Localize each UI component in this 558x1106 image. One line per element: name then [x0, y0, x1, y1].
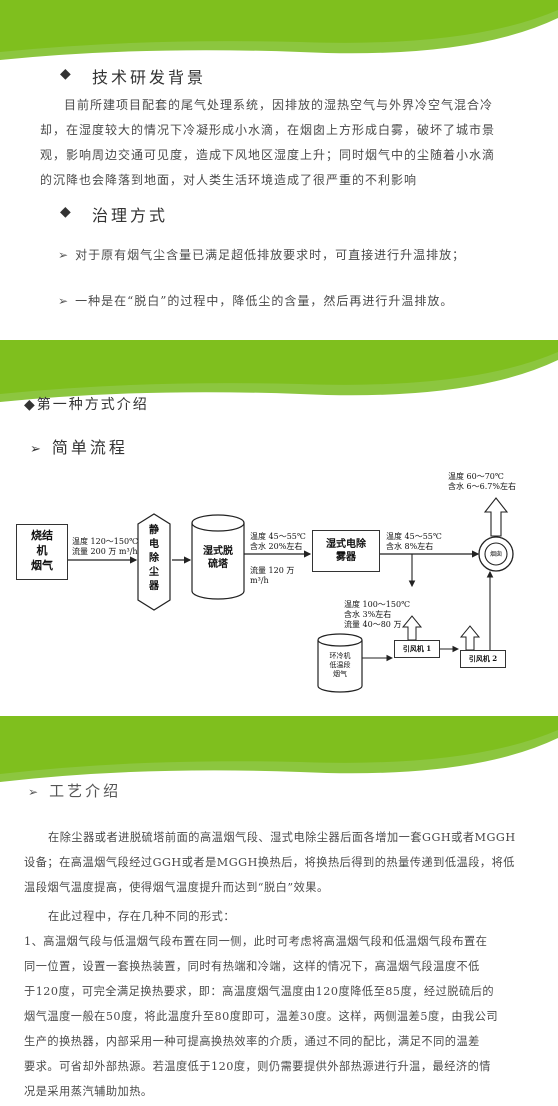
label-line: 含水 8%左右 — [386, 542, 434, 551]
heading-tech-background: 技术研发背景 — [92, 68, 207, 87]
label-line: m³/h — [250, 576, 269, 585]
label-line: 含水 20%左右 — [250, 542, 303, 551]
flow-connectors — [68, 497, 514, 693]
label-line: 流量 200 万 m³/h — [72, 547, 138, 556]
esp-char: 电 — [149, 539, 159, 550]
esp-char: 器 — [149, 581, 159, 592]
label-line: 温度 120～150℃ — [72, 537, 139, 546]
esp-char: 除 — [149, 553, 159, 564]
fan-1-label: 引风机 1 — [402, 644, 432, 653]
hot-air-label: 温度 100～150℃ 含水 3%左右 流量 40～80 万 — [344, 600, 410, 630]
sinter-flue-gas-box: 烧结 机 烟气 — [16, 524, 68, 580]
cooler-line: 低温段 — [329, 661, 351, 669]
diamond-bullet-icon: ◆ — [24, 397, 37, 413]
arrow-bullet-icon: ➢ — [30, 442, 44, 457]
diamond-bullet-icon: ◆ — [60, 66, 71, 82]
paragraph-line: 的沉降也会降落到地面，对人类生活环境造成了很严重的不利影响 — [40, 173, 418, 187]
treatment-item-2-text: 一种是在“脱白”的过程中，降低尘的含量，然后再进行升温排放。 — [75, 294, 454, 308]
section-method-one: ◆第一种方式介绍 ➢ 简单流程 — [0, 340, 558, 712]
paragraph-line: 设备；在高温烟气段经过GGH或者是MGGH换热后，将换热后得到的热量传递到低温段… — [24, 856, 515, 869]
label-line: 流量 40～80 万 — [344, 620, 402, 629]
label-line: 温度 45～55℃ — [386, 532, 442, 541]
wesp-line: 雾器 — [336, 552, 356, 563]
tower-line: 硫塔 — [208, 559, 228, 570]
heading-treatment: 治理方式 — [92, 206, 169, 225]
treatment-item-2: ➢ 一种是在“脱白”的过程中，降低尘的含量，然后再进行升温排放。 — [58, 289, 538, 314]
heading-method-one: ◆第一种方式介绍 — [24, 394, 149, 414]
process-paragraph-1: 在除尘器或者进脱硫塔前面的高温烟气段、湿式电除尘器后面各增加一套GGH或者MGG… — [24, 825, 544, 900]
treatment-item-1: ➢ 对于原有烟气尘含量已满足超低排放要求时，可直接进行升温排放； — [58, 243, 538, 268]
label-line: 温度 100～150℃ — [344, 600, 411, 609]
heading-simple-flow: ➢ 简单流程 — [30, 434, 128, 458]
green-banner — [0, 716, 558, 782]
paragraph-line: 在此过程中，存在几种不同的形式： — [48, 910, 236, 923]
stack-label: 烟囱 — [489, 551, 502, 558]
section-process: ➢ 工艺介绍 在除尘器或者进脱硫塔前面的高温烟气段、湿式电除尘器后面各增加一套GG… — [0, 716, 558, 1106]
label-line: 含水 6～6.7%左右 — [448, 482, 516, 491]
label-line: 温度 60～70℃ — [448, 472, 504, 481]
arrow-bullet-icon: ➢ — [28, 785, 42, 799]
paragraph-line: 目前所建项目配套的尾气处理系统，因排放的湿热空气与外界冷空气混合冷 — [64, 98, 494, 112]
cooler-line: 烟气 — [333, 670, 347, 678]
after-wesp-label: 温度 45～55℃ 含水 8%左右 — [386, 532, 442, 552]
heading-method-one-text: 第一种方式介绍 — [36, 397, 149, 413]
diamond-bullet-icon: ◆ — [60, 204, 71, 220]
paragraph-line: 1、高温烟气段与低温烟气段布置在同一侧，此时可考虑将高温烟气段和低温烟气段布置在 — [24, 935, 488, 948]
treatment-item-1-text: 对于原有烟气尘含量已满足超低排放要求时，可直接进行升温排放； — [75, 248, 466, 262]
cooler-line: 环冷机 — [329, 652, 351, 660]
induced-fan-1: 引风机 1 — [394, 640, 440, 658]
ring-cooler-label: 环冷机 低温段 烟气 — [318, 652, 362, 679]
source-line: 烟气 — [31, 559, 53, 572]
esp-label: 静 电 除 尘 器 — [138, 524, 170, 594]
paragraph-line: 于120度，可完全满足换热要求，即：高温度烟气温度由120度降低至85度，经过脱… — [24, 985, 495, 998]
paragraph-line: 要求。可省却外部热源。若温度低于120度，则仍需要提供外部热源进行升温，最经济的… — [24, 1060, 491, 1073]
wet-esp-box: 湿式电除 雾器 — [312, 530, 380, 572]
heading-simple-flow-text: 简单流程 — [51, 438, 128, 457]
heading-process-text: 工艺介绍 — [49, 782, 122, 800]
paragraph-line: 同一位置，设置一套换热装置，同时有热端和冷端，这样的情况下，高温烟气段温度不低 — [24, 960, 480, 973]
esp-char: 静 — [149, 525, 159, 536]
paragraph-line: 观，影响周边交通可见度，造成下风地区湿度上升；同时烟气中的尘随着小水滴 — [40, 148, 496, 162]
stack-exit-label: 温度 60～70℃ 含水 6～6.7%左右 — [448, 472, 516, 492]
paragraph-line: 烟气温度一般在50度，将此温度升至80度即可，温差30度。这样，两侧温差5度，由… — [24, 1010, 499, 1023]
green-banner — [0, 340, 558, 402]
paragraph-line: 温段烟气温度提高，使得烟气温度提升而达到“脱白”效果。 — [24, 881, 329, 894]
label-line: 含水 3%左右 — [344, 610, 392, 619]
source-line: 烧结 — [31, 529, 53, 542]
arrow-bullet-icon: ➢ — [58, 294, 70, 308]
esp-char: 尘 — [149, 567, 159, 578]
label-line: 流量 120 万 — [250, 566, 295, 575]
desulfurization-tower-label: 湿式脱 硫塔 — [192, 545, 244, 571]
paragraph-line: 却，在湿度较大的情况下冷凝形成小水滴，在烟囱上方形成白雾，破坏了城市景 — [40, 123, 496, 137]
process-flow-diagram: 烧结 机 烟气 温度 120～150℃ 流量 200 万 m³/h 静 电 除 … — [0, 340, 558, 712]
fan-2-label: 引风机 2 — [468, 654, 498, 663]
paragraph-line: 在除尘器或者进脱硫塔前面的高温烟气段、湿式电除尘器后面各增加一套GGH或者MGG… — [48, 831, 516, 844]
arrow-bullet-icon: ➢ — [58, 248, 70, 262]
label-line: 温度 45～55℃ — [250, 532, 306, 541]
after-tower-label: 温度 45～55℃ 含水 20%左右 — [250, 532, 306, 552]
green-banner — [0, 0, 558, 60]
paragraph-line: 生产的换热器，内部采用一种可提高换热效率的介质，通过不同的配比，满足不同的温差 — [24, 1035, 480, 1048]
tower-flow-label: 流量 120 万 m³/h — [250, 566, 294, 586]
inlet-flue-label: 温度 120～150℃ 流量 200 万 m³/h — [72, 537, 138, 557]
paragraph-line: 况是采用蒸汽辅助加热。 — [24, 1085, 153, 1098]
source-line: 机 — [36, 544, 48, 557]
heading-process-intro: ➢ 工艺介绍 — [28, 780, 121, 801]
tower-line: 湿式脱 — [203, 546, 233, 557]
process-paragraph-3: 1、高温烟气段与低温烟气段布置在同一侧，此时可考虑将高温烟气段和低温烟气段布置在… — [24, 929, 544, 1104]
section-background: ◆ 技术研发背景 目前所建项目配套的尾气处理系统，因排放的湿热空气与外界冷空气混… — [0, 0, 558, 335]
wesp-line: 湿式电除 — [326, 539, 366, 550]
process-paragraph-2: 在此过程中，存在几种不同的形式： — [24, 904, 544, 929]
induced-fan-2: 引风机 2 — [460, 650, 506, 668]
background-paragraph: 目前所建项目配套的尾气处理系统，因排放的湿热空气与外界冷空气混合冷 却，在湿度较… — [40, 93, 530, 193]
